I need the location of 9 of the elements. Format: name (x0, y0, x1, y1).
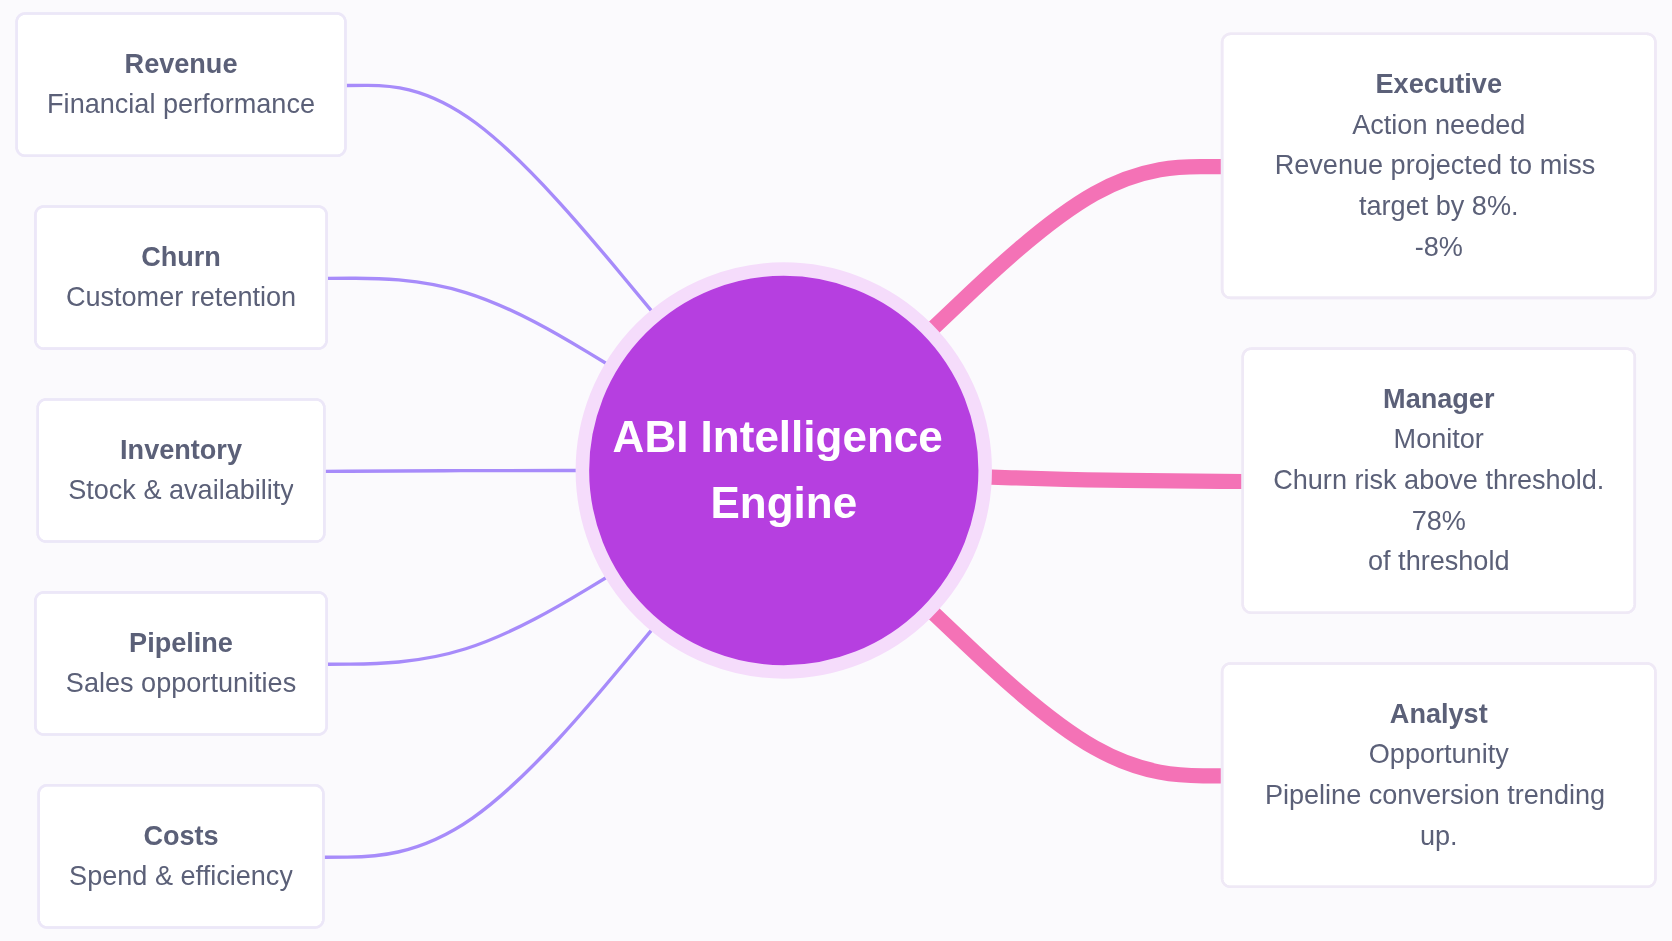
node-text: Inventory Stock & availability (68, 434, 294, 505)
node-text: Revenue Financial performance (47, 49, 315, 119)
node-text: Analyst Opportunity Pipeline conversion trending up. (1264, 698, 1606, 850)
node-text: Pipeline Sales opportunities (65, 627, 297, 698)
node-text: Executive Action needed Revenue projected to miss target by 8%. -8% (1274, 69, 1596, 261)
node-circle: ABI Intelligence Engine (575, 262, 992, 679)
node-text: Manager Monitor Churn risk above threshold. 78% of threshold (1273, 384, 1605, 576)
node-text: Costs Spend & efficiency (69, 820, 293, 891)
node-text: Churn Customer retention (65, 242, 297, 312)
